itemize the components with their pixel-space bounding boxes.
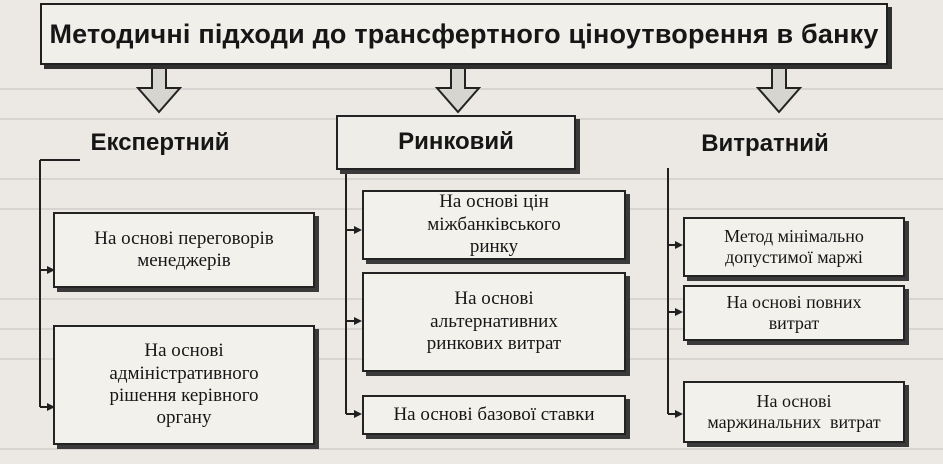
expert-item-administrative: На основі адміністративного рішення кері… (53, 325, 315, 445)
background-texture-line (0, 448, 943, 450)
category-market-box: Ринковий (336, 115, 576, 170)
item-label: На основі цін міжбанківського ринку (427, 191, 561, 258)
arrow-right-icon (47, 266, 55, 274)
item-label: На основі базової ставки (393, 403, 595, 425)
cost-item-minimal-margin: Метод мінімально допустимої маржі (683, 217, 905, 277)
background-texture-line (0, 178, 943, 180)
arrow-right-icon (354, 226, 362, 234)
item-label: На основі маржинальних витрат (707, 390, 881, 432)
item-label: На основі повних витрат (726, 291, 862, 333)
item-label: На основі адміністративного рішення кері… (109, 340, 259, 429)
arrow-right-icon (47, 403, 55, 411)
item-label: На основі альтернативних ринкових витрат (426, 288, 562, 355)
diagram-title-box: Методичні підходи до трансфертного ціноу… (40, 3, 888, 65)
expert-item-negotiation: На основі переговорів менеджерів (53, 212, 315, 288)
arrow-right-icon (354, 410, 362, 418)
market-item-alternative: На основі альтернативних ринкових витрат (362, 272, 626, 372)
category-expert: Експертний (90, 129, 230, 156)
diagram-title: Методичні підходи до трансфертного ціноу… (49, 18, 879, 49)
item-label: Метод мінімально допустимої маржі (724, 225, 864, 267)
market-item-base-rate: На основі базової ставки (362, 395, 626, 435)
category-market: Ринковий (398, 128, 514, 156)
arrow-right-icon (354, 317, 362, 325)
category-cost: Витратний (701, 130, 829, 157)
arrow-right-icon (675, 410, 683, 418)
down-arrow-icon (135, 65, 183, 114)
cost-item-marginal-costs: На основі маржинальних витрат (683, 381, 905, 443)
down-arrow-icon (755, 65, 803, 114)
arrow-right-icon (675, 241, 683, 249)
item-label: На основі переговорів менеджерів (94, 227, 274, 271)
cost-item-full-costs: На основі повних витрат (683, 285, 905, 341)
market-item-interbank: На основі цін міжбанківського ринку (362, 190, 626, 260)
down-arrow-icon (434, 65, 482, 114)
arrow-right-icon (675, 308, 683, 316)
